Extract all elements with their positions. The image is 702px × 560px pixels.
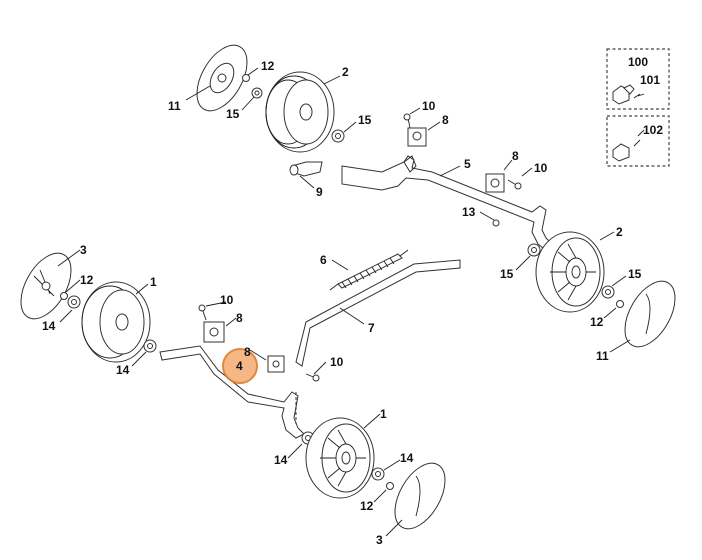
label-11-right: 11 [596, 349, 609, 363]
label-14-bottom-right: 14 [400, 451, 414, 465]
label-7: 7 [368, 321, 375, 335]
label-14-left-inner: 14 [116, 363, 130, 377]
wheel-2-top [265, 71, 335, 153]
nut-12-right [616, 300, 624, 308]
inset-box-100 [606, 48, 670, 110]
label-8-behind: 8 [244, 345, 251, 359]
label-8-right: 8 [512, 149, 519, 163]
bushing-15-top [331, 129, 345, 143]
pin-13 [492, 219, 500, 227]
label-6: 6 [320, 253, 327, 267]
label-8-top: 8 [442, 113, 449, 127]
bushing-14-left-inner [143, 339, 157, 353]
bracket-8-top [407, 127, 427, 147]
label-13: 13 [462, 205, 476, 219]
bushing-14-bottom-right [371, 467, 385, 481]
inset-box-102 [606, 115, 670, 167]
part-4-clip [267, 355, 285, 373]
label-1-bottom: 1 [380, 407, 387, 421]
label-14-bottom: 14 [274, 453, 288, 467]
bushing-15-top-left [251, 87, 263, 99]
wheel-2-right [535, 231, 605, 313]
screw-10-right [507, 179, 522, 190]
wheel-1-bottom [305, 417, 375, 499]
axle-5 [341, 155, 555, 253]
callout-labels: 11 12 15 2 15 10 8 5 9 8 10 13 2 15 15 1… [42, 55, 663, 547]
label-15-top-left: 15 [226, 107, 240, 121]
label-101: 101 [640, 73, 660, 87]
label-12-right: 12 [590, 315, 604, 329]
label-14-left: 14 [42, 319, 56, 333]
label-12-bottom: 12 [360, 499, 374, 513]
label-3-left: 3 [80, 243, 87, 257]
nut-12-left [60, 292, 68, 300]
label-2-right: 2 [616, 225, 623, 239]
lever-7 [295, 259, 461, 367]
label-15-top: 15 [358, 113, 372, 127]
hubcap-top-left [196, 44, 248, 112]
bracket-8-left [203, 321, 225, 343]
bushing-15-right [601, 285, 615, 299]
screw-10-left [198, 304, 207, 321]
label-102: 102 [643, 123, 663, 137]
label-10-mid: 10 [330, 355, 344, 369]
label-3-bottom: 3 [376, 533, 383, 547]
label-10-top: 10 [422, 99, 436, 113]
highlight-marker [222, 348, 258, 384]
bracket-8-right [485, 173, 505, 193]
label-10-left: 10 [220, 293, 234, 307]
label-12-left: 12 [80, 273, 94, 287]
nut-12-bottom [386, 482, 394, 490]
label-2-top: 2 [342, 65, 349, 79]
handle-grip-9 [289, 161, 323, 177]
nut-12-top [242, 74, 250, 82]
label-8-left: 8 [236, 311, 243, 325]
label-12-top: 12 [261, 59, 275, 73]
bushing-14-left [67, 295, 81, 309]
label-11-top: 11 [168, 99, 181, 113]
bushing-15-mid [527, 243, 541, 257]
label-4: 4 [236, 359, 243, 373]
label-1-left: 1 [150, 275, 157, 289]
wheel-1-left [81, 281, 151, 363]
label-10-right: 10 [534, 161, 548, 175]
screw-10-mid [305, 373, 320, 382]
label-15-mid: 15 [500, 267, 514, 281]
label-5: 5 [464, 157, 471, 171]
hubcap-3-bottom [394, 462, 446, 530]
label-100: 100 [628, 55, 648, 69]
label-9: 9 [316, 185, 323, 199]
screw-10-top [403, 113, 411, 129]
leader-lines [57, 67, 645, 537]
spring-6 [329, 249, 409, 291]
label-15-right: 15 [628, 267, 642, 281]
hubcap-11-right [624, 280, 676, 348]
